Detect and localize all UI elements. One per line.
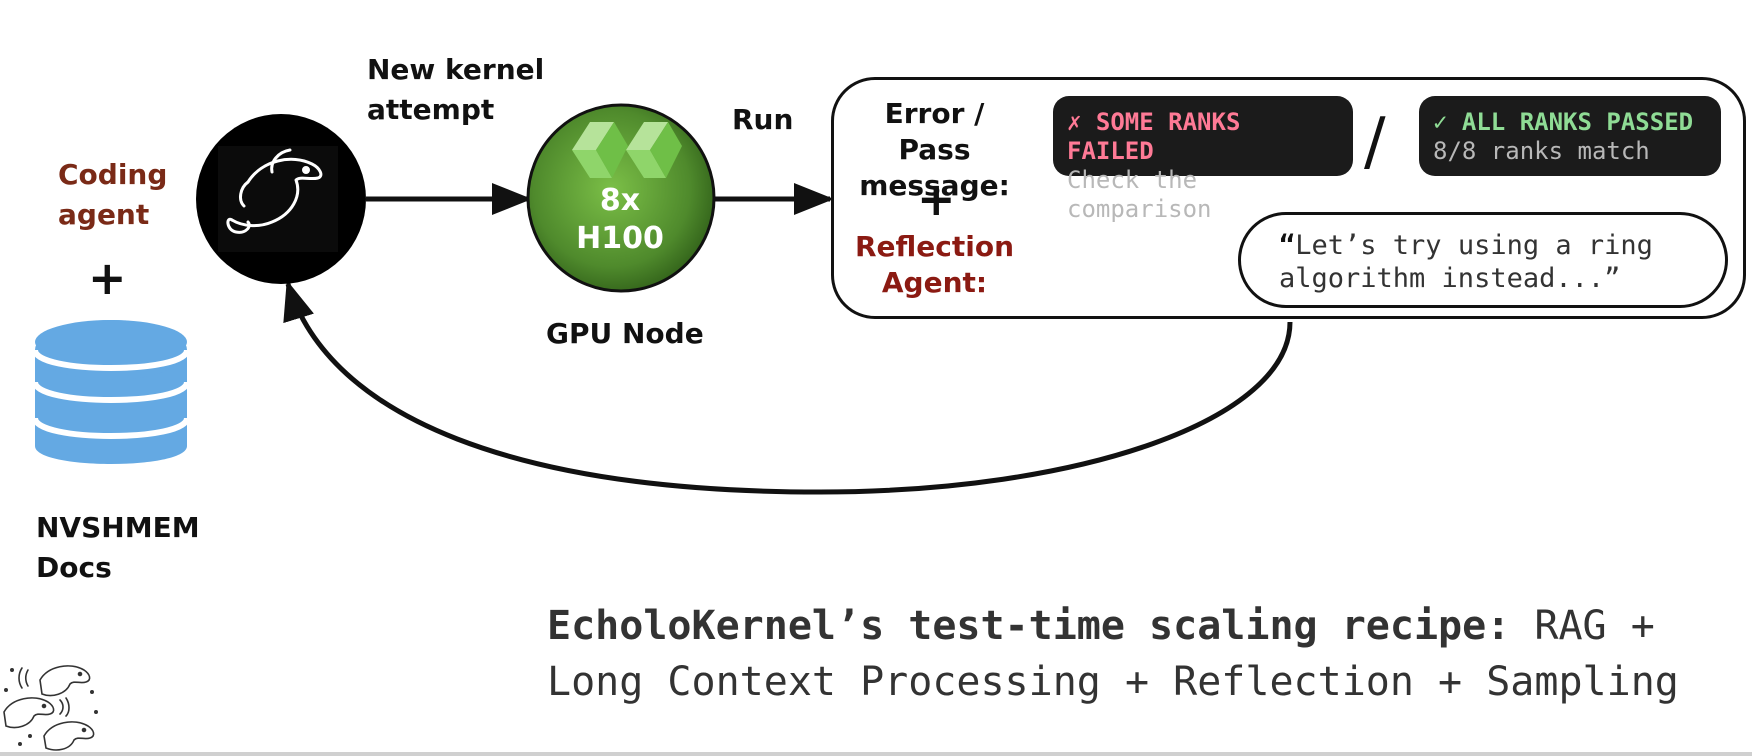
gpu-node-label: GPU Node <box>546 317 704 350</box>
arrow-feedback-loop <box>283 280 1293 495</box>
new-kernel-line2: attempt <box>367 93 495 126</box>
new-kernel-line1: New kernel <box>367 53 545 86</box>
new-kernel-label: New kernel attempt <box>367 50 544 130</box>
error-pass-line1: Error / Pass <box>884 97 985 166</box>
coding-agent-line1: Coding <box>58 158 168 191</box>
caption-rest-line1: RAG + <box>1510 603 1655 649</box>
reflection-agent-label: Reflection Agent: <box>847 229 1022 301</box>
run-label: Run <box>732 103 794 136</box>
fail-terminal: ✗ SOME RANKS FAILED Check the comparison <box>1053 96 1353 223</box>
caption: EcholoKernel’s test-time scaling recipe:… <box>547 598 1747 710</box>
gpu-model: H100 <box>576 221 664 256</box>
thought-line1: Let’s try using a ring <box>1295 230 1653 261</box>
reflection-line1: Reflection <box>854 230 1015 263</box>
caption-bold: EcholoKernel’s test-time scaling recipe: <box>547 603 1511 649</box>
coding-agent-line2: agent <box>58 198 150 231</box>
docs-line2: Docs <box>36 551 112 584</box>
reflection-line2: Agent: <box>881 266 988 299</box>
plus-sign-right: + <box>917 172 956 226</box>
plus-sign-left: + <box>88 251 127 305</box>
docs-line1: NVSHMEM <box>36 511 200 544</box>
caption-line2: Long Context Processing + Reflection + S… <box>547 659 1679 705</box>
thought-open-quote: “ <box>1279 230 1296 261</box>
pass-subtitle: 8/8 ranks match <box>1433 137 1650 165</box>
pass-title: ✓ ALL RANKS PASSED <box>1433 108 1694 136</box>
database-icon <box>32 320 190 464</box>
error-pass-line2: message: <box>859 169 1010 202</box>
slash-separator: / <box>1364 105 1386 179</box>
gpu-node-circle <box>526 103 716 293</box>
coding-agent-circle <box>196 114 366 284</box>
fail-subtitle: Check the comparison <box>1067 166 1212 223</box>
coding-agent-label: Coding agent <box>58 155 167 235</box>
fail-title: ✗ SOME RANKS FAILED <box>1067 108 1241 165</box>
gpu-count: 8x <box>599 183 641 218</box>
nvidia-logo-icon <box>572 122 682 178</box>
thought-bubble: “Let’s try using a ring algorithm instea… <box>1238 212 1728 308</box>
error-pass-label: Error / Pass message: <box>847 96 1022 204</box>
bottom-border <box>0 752 1752 756</box>
pass-terminal: ✓ ALL RANKS PASSED 8/8 ranks match <box>1419 96 1721 176</box>
dolphin-pod-icon <box>3 665 99 751</box>
dolphin-icon <box>226 148 323 234</box>
thought-line2: algorithm instead...” <box>1279 263 1621 294</box>
docs-label: NVSHMEM Docs <box>36 508 200 588</box>
